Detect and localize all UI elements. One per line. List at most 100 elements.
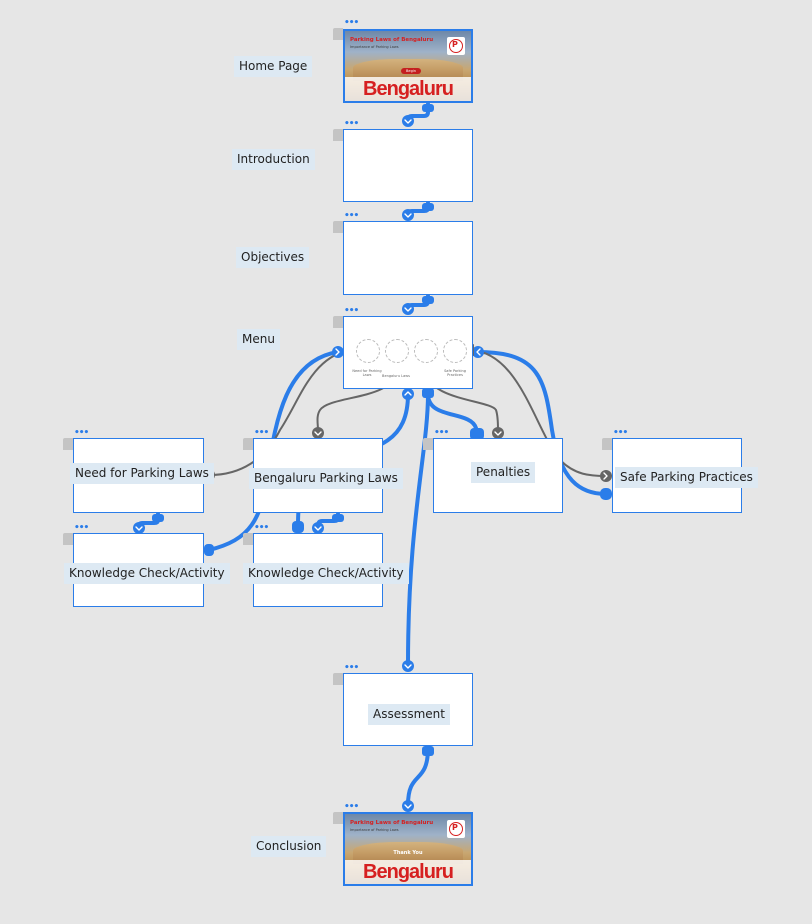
chevron-down-icon xyxy=(135,526,143,531)
wire-menu-penalties xyxy=(426,392,478,430)
thumbnail-subtitle: Importance of Parking Laws xyxy=(350,828,399,832)
chevron-down-icon xyxy=(404,213,412,218)
chevron-up-icon xyxy=(404,391,412,396)
slide-tab xyxy=(602,438,612,450)
slide-label-kc2: Knowledge Check/Activity xyxy=(243,563,409,584)
connector-node xyxy=(312,522,324,534)
wire-menu-assessment xyxy=(406,392,430,666)
slide-menu[interactable]: Need for Parking Laws Bengaluru Laws Saf… xyxy=(343,316,473,389)
connector-port xyxy=(422,296,434,304)
slide-label-objectives: Objectives xyxy=(236,247,310,268)
connector-port xyxy=(422,203,434,211)
slide-label-conclusion: Conclusion xyxy=(251,836,327,857)
no-parking-icon: P xyxy=(447,820,465,838)
more-options-icon[interactable]: ••• xyxy=(74,523,89,533)
connector-node xyxy=(312,427,324,439)
menu-item-label: Safe Parking Practices xyxy=(444,369,466,377)
connector-port xyxy=(204,544,214,556)
thumbnail-title: Parking Laws of Bengaluru xyxy=(350,37,434,43)
connector-node xyxy=(402,388,414,400)
connector-node xyxy=(402,209,414,221)
slide-tab xyxy=(333,129,343,141)
more-options-icon[interactable]: ••• xyxy=(344,18,359,28)
menu-item-circle xyxy=(443,339,467,363)
chevron-down-icon xyxy=(404,804,412,809)
chevron-right-icon xyxy=(603,472,608,480)
more-options-icon[interactable]: ••• xyxy=(344,663,359,673)
connector-port xyxy=(422,388,434,398)
more-options-icon[interactable]: ••• xyxy=(613,428,628,438)
connector-port xyxy=(422,746,434,756)
connector-node xyxy=(402,660,414,672)
slide-conclusion[interactable]: Parking Laws of Bengaluru Importance of … xyxy=(343,812,473,886)
connector-node xyxy=(332,346,344,358)
wire-menu-safe xyxy=(476,350,608,496)
connector-node xyxy=(402,303,414,315)
slide-tab xyxy=(423,438,433,450)
chevron-down-icon xyxy=(404,664,412,669)
more-options-icon[interactable]: ••• xyxy=(254,428,269,438)
more-options-icon[interactable]: ••• xyxy=(74,428,89,438)
chevron-down-icon xyxy=(314,431,322,436)
menu-item-label: Bengaluru Laws xyxy=(382,374,410,378)
no-parking-icon: P xyxy=(447,37,465,55)
connector-port xyxy=(470,428,484,440)
connector-port xyxy=(332,514,344,522)
slide-label-assessment: Assessment xyxy=(368,704,450,725)
building-image xyxy=(353,842,463,864)
slide-label-home: Home Page xyxy=(234,56,313,77)
menu-item-circle xyxy=(414,339,438,363)
chevron-down-icon xyxy=(404,307,412,312)
connector-port xyxy=(600,488,612,500)
connector-node xyxy=(402,800,414,812)
thumbnail-begin-button: Begin xyxy=(401,68,421,74)
more-options-icon[interactable]: ••• xyxy=(344,119,359,129)
slide-tab xyxy=(333,673,343,685)
chevron-down-icon xyxy=(314,526,322,531)
slide-tab xyxy=(333,28,343,40)
slide-tab xyxy=(63,533,73,545)
connector-port xyxy=(292,521,304,533)
chevron-down-icon xyxy=(404,119,412,124)
sign-letter: P xyxy=(452,823,458,832)
thumbnail-logo-word: Bengaluru xyxy=(345,860,471,884)
menu-item-label: Need for Parking Laws xyxy=(352,369,382,377)
more-options-icon[interactable]: ••• xyxy=(344,802,359,812)
more-options-icon[interactable]: ••• xyxy=(254,523,269,533)
slide-label-bengaluru: Bengaluru Parking Laws xyxy=(249,468,403,489)
connector-port xyxy=(422,104,434,112)
wire-assessment-conclusion xyxy=(406,746,430,807)
slide-tab xyxy=(243,438,253,450)
slide-label-safe: Safe Parking Practices xyxy=(615,467,758,488)
sign-letter: P xyxy=(452,40,458,49)
thumbnail-logo-word: Bengaluru xyxy=(345,77,471,101)
chevron-down-icon xyxy=(494,431,502,436)
thumbnail-thank-you: Thank You xyxy=(393,850,423,856)
thumbnail-subtitle: Importance of Parking Laws xyxy=(350,45,399,49)
slide-home[interactable]: Parking Laws of Bengaluru Importance of … xyxy=(343,29,473,103)
slide-label-introduction: Introduction xyxy=(232,149,315,170)
slide-tab xyxy=(243,533,253,545)
slide-tab xyxy=(333,316,343,328)
slide-tab xyxy=(63,438,73,450)
menu-item-circle xyxy=(356,339,380,363)
chevron-right-icon xyxy=(335,348,340,356)
connector-node xyxy=(600,470,612,482)
thumbnail-title: Parking Laws of Bengaluru xyxy=(350,820,434,826)
slide-label-penalties: Penalties xyxy=(471,462,536,483)
more-options-icon[interactable]: ••• xyxy=(344,211,359,221)
slide-label-kc1: Knowledge Check/Activity xyxy=(64,563,230,584)
slide-introduction[interactable] xyxy=(343,129,473,202)
menu-item-circle xyxy=(385,339,409,363)
connector-node xyxy=(402,115,414,127)
slide-tab xyxy=(333,812,343,824)
slide-tab xyxy=(333,221,343,233)
more-options-icon[interactable]: ••• xyxy=(344,306,359,316)
slide-objectives[interactable] xyxy=(343,221,473,295)
slide-label-need: Need for Parking Laws xyxy=(70,463,214,484)
connector-node xyxy=(133,522,145,534)
more-options-icon[interactable]: ••• xyxy=(434,428,449,438)
connector-port xyxy=(152,514,164,522)
connector-node xyxy=(472,346,484,358)
wire-menu-need xyxy=(209,349,349,476)
